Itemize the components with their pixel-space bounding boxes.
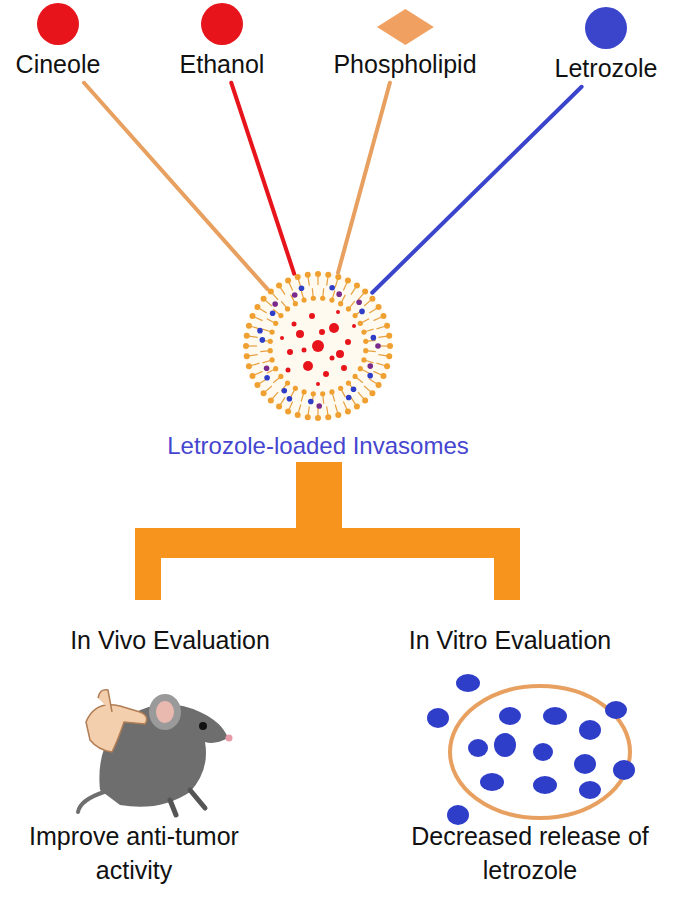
invasome-shape [238,266,398,426]
bracket [135,462,520,600]
connector-line [231,83,294,274]
result-note: Decreased release of letrozole [380,820,680,888]
node-label: Phospholipid [329,50,480,79]
node-label: Letrozole-loaded Invasomes [163,432,473,460]
circle-shape [584,6,628,50]
section-heading: In Vivo Evaluation [5,624,335,658]
mouse-illustration [78,690,233,815]
connector-line [338,83,390,273]
invasome-node: Letrozole-loaded Invasomes [163,266,473,460]
circle-shape [36,2,80,46]
section-heading: In Vitro Evaluation [345,624,675,658]
component-node: Letrozole [551,6,662,83]
node-label: Cineole [12,50,105,79]
result-note: Improve anti-tumor activity [4,820,264,888]
node-label: Ethanol [176,50,269,79]
component-node: Phospholipid [329,8,480,79]
component-node: Ethanol [176,2,269,79]
circle-shape [200,2,244,46]
node-label: Letrozole [551,54,662,83]
connector-line [372,87,581,293]
component-node: Cineole [12,2,105,79]
release-illustration [427,674,635,825]
diamond-shape [375,8,436,46]
